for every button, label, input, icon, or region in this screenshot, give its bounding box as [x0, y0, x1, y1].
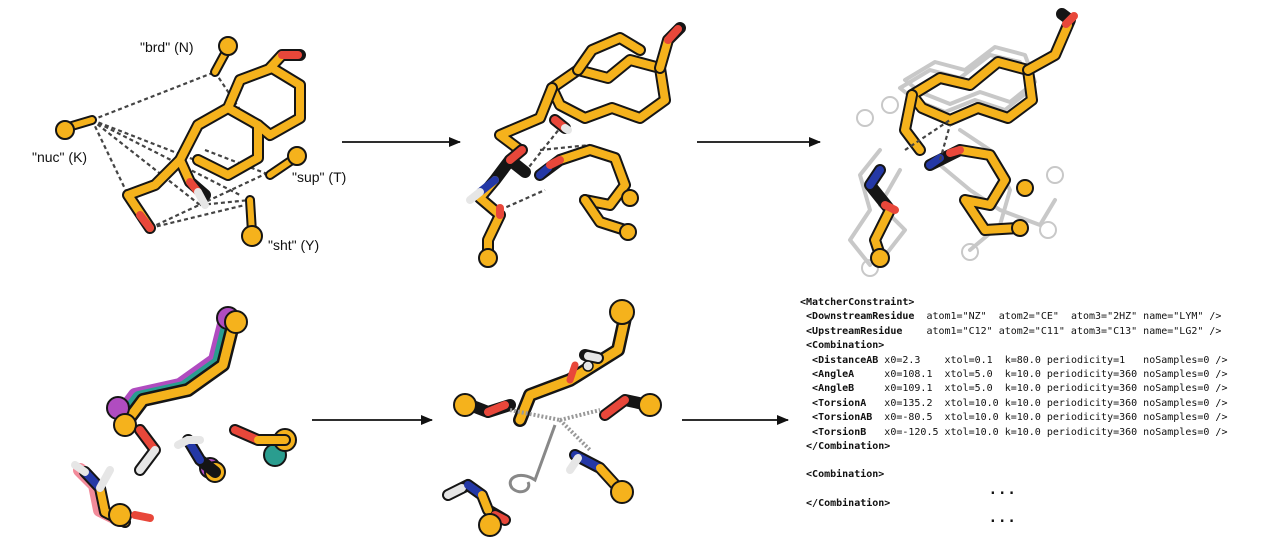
xml-combination-open-2: <Combination> [806, 469, 885, 481]
panel-theozyme: "brd" (N) "nuc" (K) "sup" (T) "sht" (Y) [32, 36, 346, 253]
xml-ellipsis: ... [988, 510, 1017, 527]
xml-row: <AngleB x0=109.1 xtol=5.0 k=10.0 periodi… [812, 383, 1228, 395]
xml-row: <TorsionAB x0=-80.5 xtol=10.0 k=10.0 per… [812, 412, 1228, 424]
panel-geometry [442, 299, 662, 537]
xml-ellipsis: ... [988, 481, 1017, 498]
xml-combination-close: </Combination> [806, 440, 891, 452]
panel-placed-residues [466, 22, 686, 268]
xml-open: <MatcherConstraint> [800, 297, 915, 308]
residue-stubs [55, 36, 307, 247]
xml-row: <TorsionB x0=-120.5 xtol=10.0 k=10.0 per… [812, 426, 1228, 438]
label-nuc: "nuc" (K) [32, 149, 87, 165]
xml-combination-close-2: </Combination> [806, 498, 891, 510]
matcher-constraint-xml: <MatcherConstraint> <DownstreamResidue a… [800, 296, 1270, 536]
xml-row: <AngleA x0=108.1 xtol=5.0 k=10.0 periodi… [812, 368, 1228, 380]
xml-combination-open: <Combination> [806, 340, 885, 352]
ligand [122, 49, 306, 234]
xml-downstream: <DownstreamResidue atom1="NZ" atom2="CE"… [806, 311, 1222, 323]
constraint-dashes [91, 70, 296, 230]
label-sup: "sup" (T) [292, 169, 346, 185]
xml-upstream: <UpstreamResidue atom1="C12" atom2="C11"… [806, 325, 1222, 337]
label-sht: "sht" (Y) [268, 237, 319, 253]
xml-row: <TorsionA x0=135.2 xtol=10.0 k=10.0 peri… [812, 397, 1228, 409]
label-brd: "brd" (N) [140, 39, 194, 55]
xml-row: <DistanceAB x0=2.3 xtol=0.1 k=80.0 perio… [812, 354, 1228, 366]
panel-aligned-overlay [71, 306, 297, 528]
panel-ensemble [848, 8, 1078, 277]
